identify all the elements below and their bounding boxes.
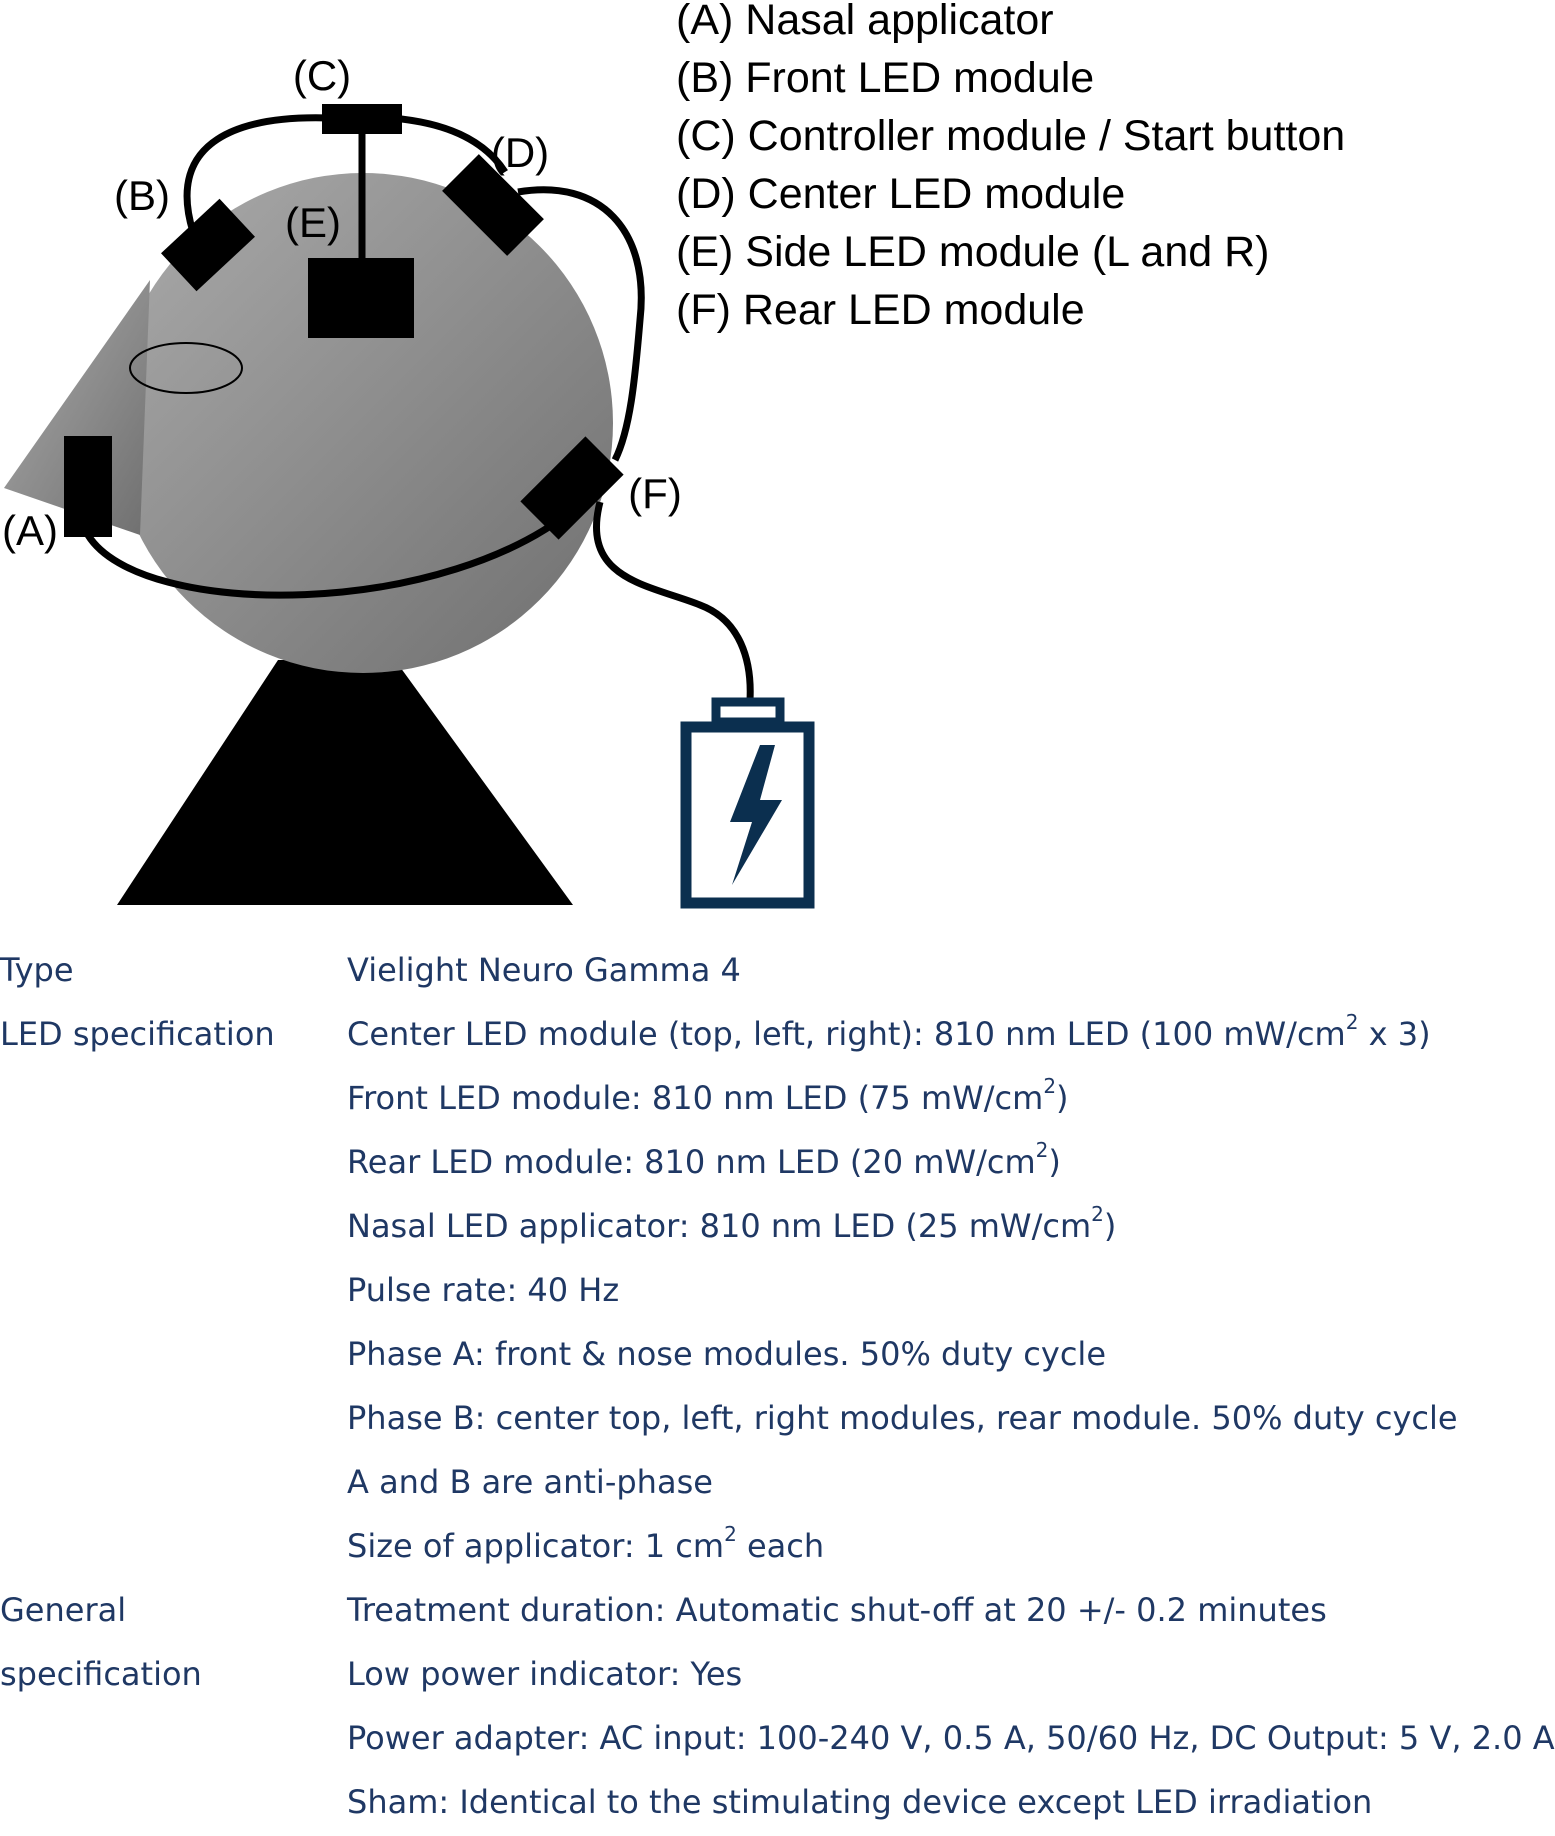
- spec-value-rear-led: Rear LED module: 810 nm LED (20 mW/cm2): [347, 1138, 1061, 1181]
- spec-row-sham: Sham: Identical to the stimulating devic…: [0, 1772, 1537, 1836]
- rear-led-module: [520, 436, 624, 540]
- side-led-module: [308, 258, 414, 338]
- spec-value-antiphase: A and B are anti-phase: [347, 1463, 713, 1501]
- spec-value-front-led: Front LED module: 810 nm LED (75 mW/cm2): [347, 1074, 1069, 1117]
- label-f: (F): [628, 470, 682, 517]
- spec-value-center-led: Center LED module (top, left, right): 81…: [347, 1010, 1431, 1053]
- ear-outline: [129, 342, 243, 394]
- spec-value-adapter: Power adapter: AC input: 100-240 V, 0.5 …: [347, 1719, 1555, 1757]
- spec-row-pulse: Pulse rate: 40 Hz: [0, 1260, 1537, 1324]
- spec-row-phase-a: Phase A: front & nose modules. 50% duty …: [0, 1324, 1537, 1388]
- head-silhouette: [113, 173, 613, 673]
- spec-row-size: Size of applicator: 1 cm2 each: [0, 1516, 1537, 1580]
- spec-label-type: Type: [0, 951, 74, 989]
- label-e: (E): [285, 199, 341, 246]
- label-a: (A): [2, 507, 58, 554]
- spec-row-antiphase: A and B are anti-phase: [0, 1452, 1537, 1516]
- spec-value-low-power: Low power indicator: Yes: [347, 1655, 743, 1693]
- label-b: (B): [114, 172, 170, 219]
- spec-label-general-1: General: [0, 1591, 127, 1629]
- spec-label-general-2: specification: [0, 1655, 202, 1693]
- cable-bottom: [85, 499, 585, 599]
- spec-value-size: Size of applicator: 1 cm2 each: [347, 1522, 825, 1565]
- spec-row-type: Type Vielight Neuro Gamma 4: [0, 940, 1537, 1004]
- spec-value-nasal-led: Nasal LED applicator: 810 nm LED (25 mW/…: [347, 1202, 1117, 1245]
- spec-value-duration: Treatment duration: Automatic shut-off a…: [347, 1591, 1327, 1629]
- spec-row-led-front: Front LED module: 810 nm LED (75 mW/cm2): [0, 1068, 1537, 1132]
- cable-power: [593, 501, 754, 701]
- nose-shape: [4, 280, 150, 535]
- spec-value-pulse: Pulse rate: 40 Hz: [347, 1271, 620, 1309]
- spec-row-led-center: LED specification Center LED module (top…: [0, 1004, 1537, 1068]
- spec-row-low-power: specification Low power indicator: Yes: [0, 1644, 1537, 1708]
- spec-label-led: LED specification: [0, 1015, 275, 1053]
- spec-row-led-rear: Rear LED module: 810 nm LED (20 mW/cm2): [0, 1132, 1537, 1196]
- battery-charging-icon: [680, 697, 815, 909]
- device-diagram: (C) (B) (E) (D) (F) (A): [2, 52, 815, 909]
- component-legend: (A) Nasal applicator (B) Front LED modul…: [676, 0, 1345, 348]
- spec-row-phase-b: Phase B: center top, left, right modules…: [0, 1388, 1537, 1452]
- spec-row-duration: General Treatment duration: Automatic sh…: [0, 1580, 1537, 1644]
- legend-item-b: (B) Front LED module: [676, 54, 1095, 102]
- spec-value-type: Vielight Neuro Gamma 4: [347, 951, 741, 989]
- legend-item-e: (E) Side LED module (L and R): [676, 228, 1270, 276]
- nasal-applicator: [64, 436, 112, 537]
- legend-item-d: (D) Center LED module: [676, 170, 1126, 218]
- label-c: (C): [293, 52, 351, 99]
- spec-value-sham: Sham: Identical to the stimulating devic…: [347, 1783, 1373, 1821]
- spec-value-phase-b: Phase B: center top, left, right modules…: [347, 1399, 1458, 1437]
- center-led-module: [442, 154, 544, 256]
- legend-item-a: (A) Nasal applicator: [676, 0, 1054, 44]
- specification-table: Type Vielight Neuro Gamma 4 LED specific…: [0, 940, 1555, 1836]
- legend-item-f: (F) Rear LED module: [676, 286, 1085, 334]
- label-d: (D): [491, 129, 549, 176]
- cable-right: [517, 186, 645, 462]
- legend-item-c: (C) Controller module / Start button: [676, 112, 1346, 160]
- spec-row-adapter: Power adapter: AC input: 100-240 V, 0.5 …: [0, 1708, 1555, 1772]
- front-led-module: [161, 198, 255, 292]
- controller-module: [322, 104, 402, 134]
- spec-value-phase-a: Phase A: front & nose modules. 50% duty …: [347, 1335, 1106, 1373]
- head-stand: [117, 660, 573, 905]
- spec-row-led-nasal: Nasal LED applicator: 810 nm LED (25 mW/…: [0, 1196, 1537, 1260]
